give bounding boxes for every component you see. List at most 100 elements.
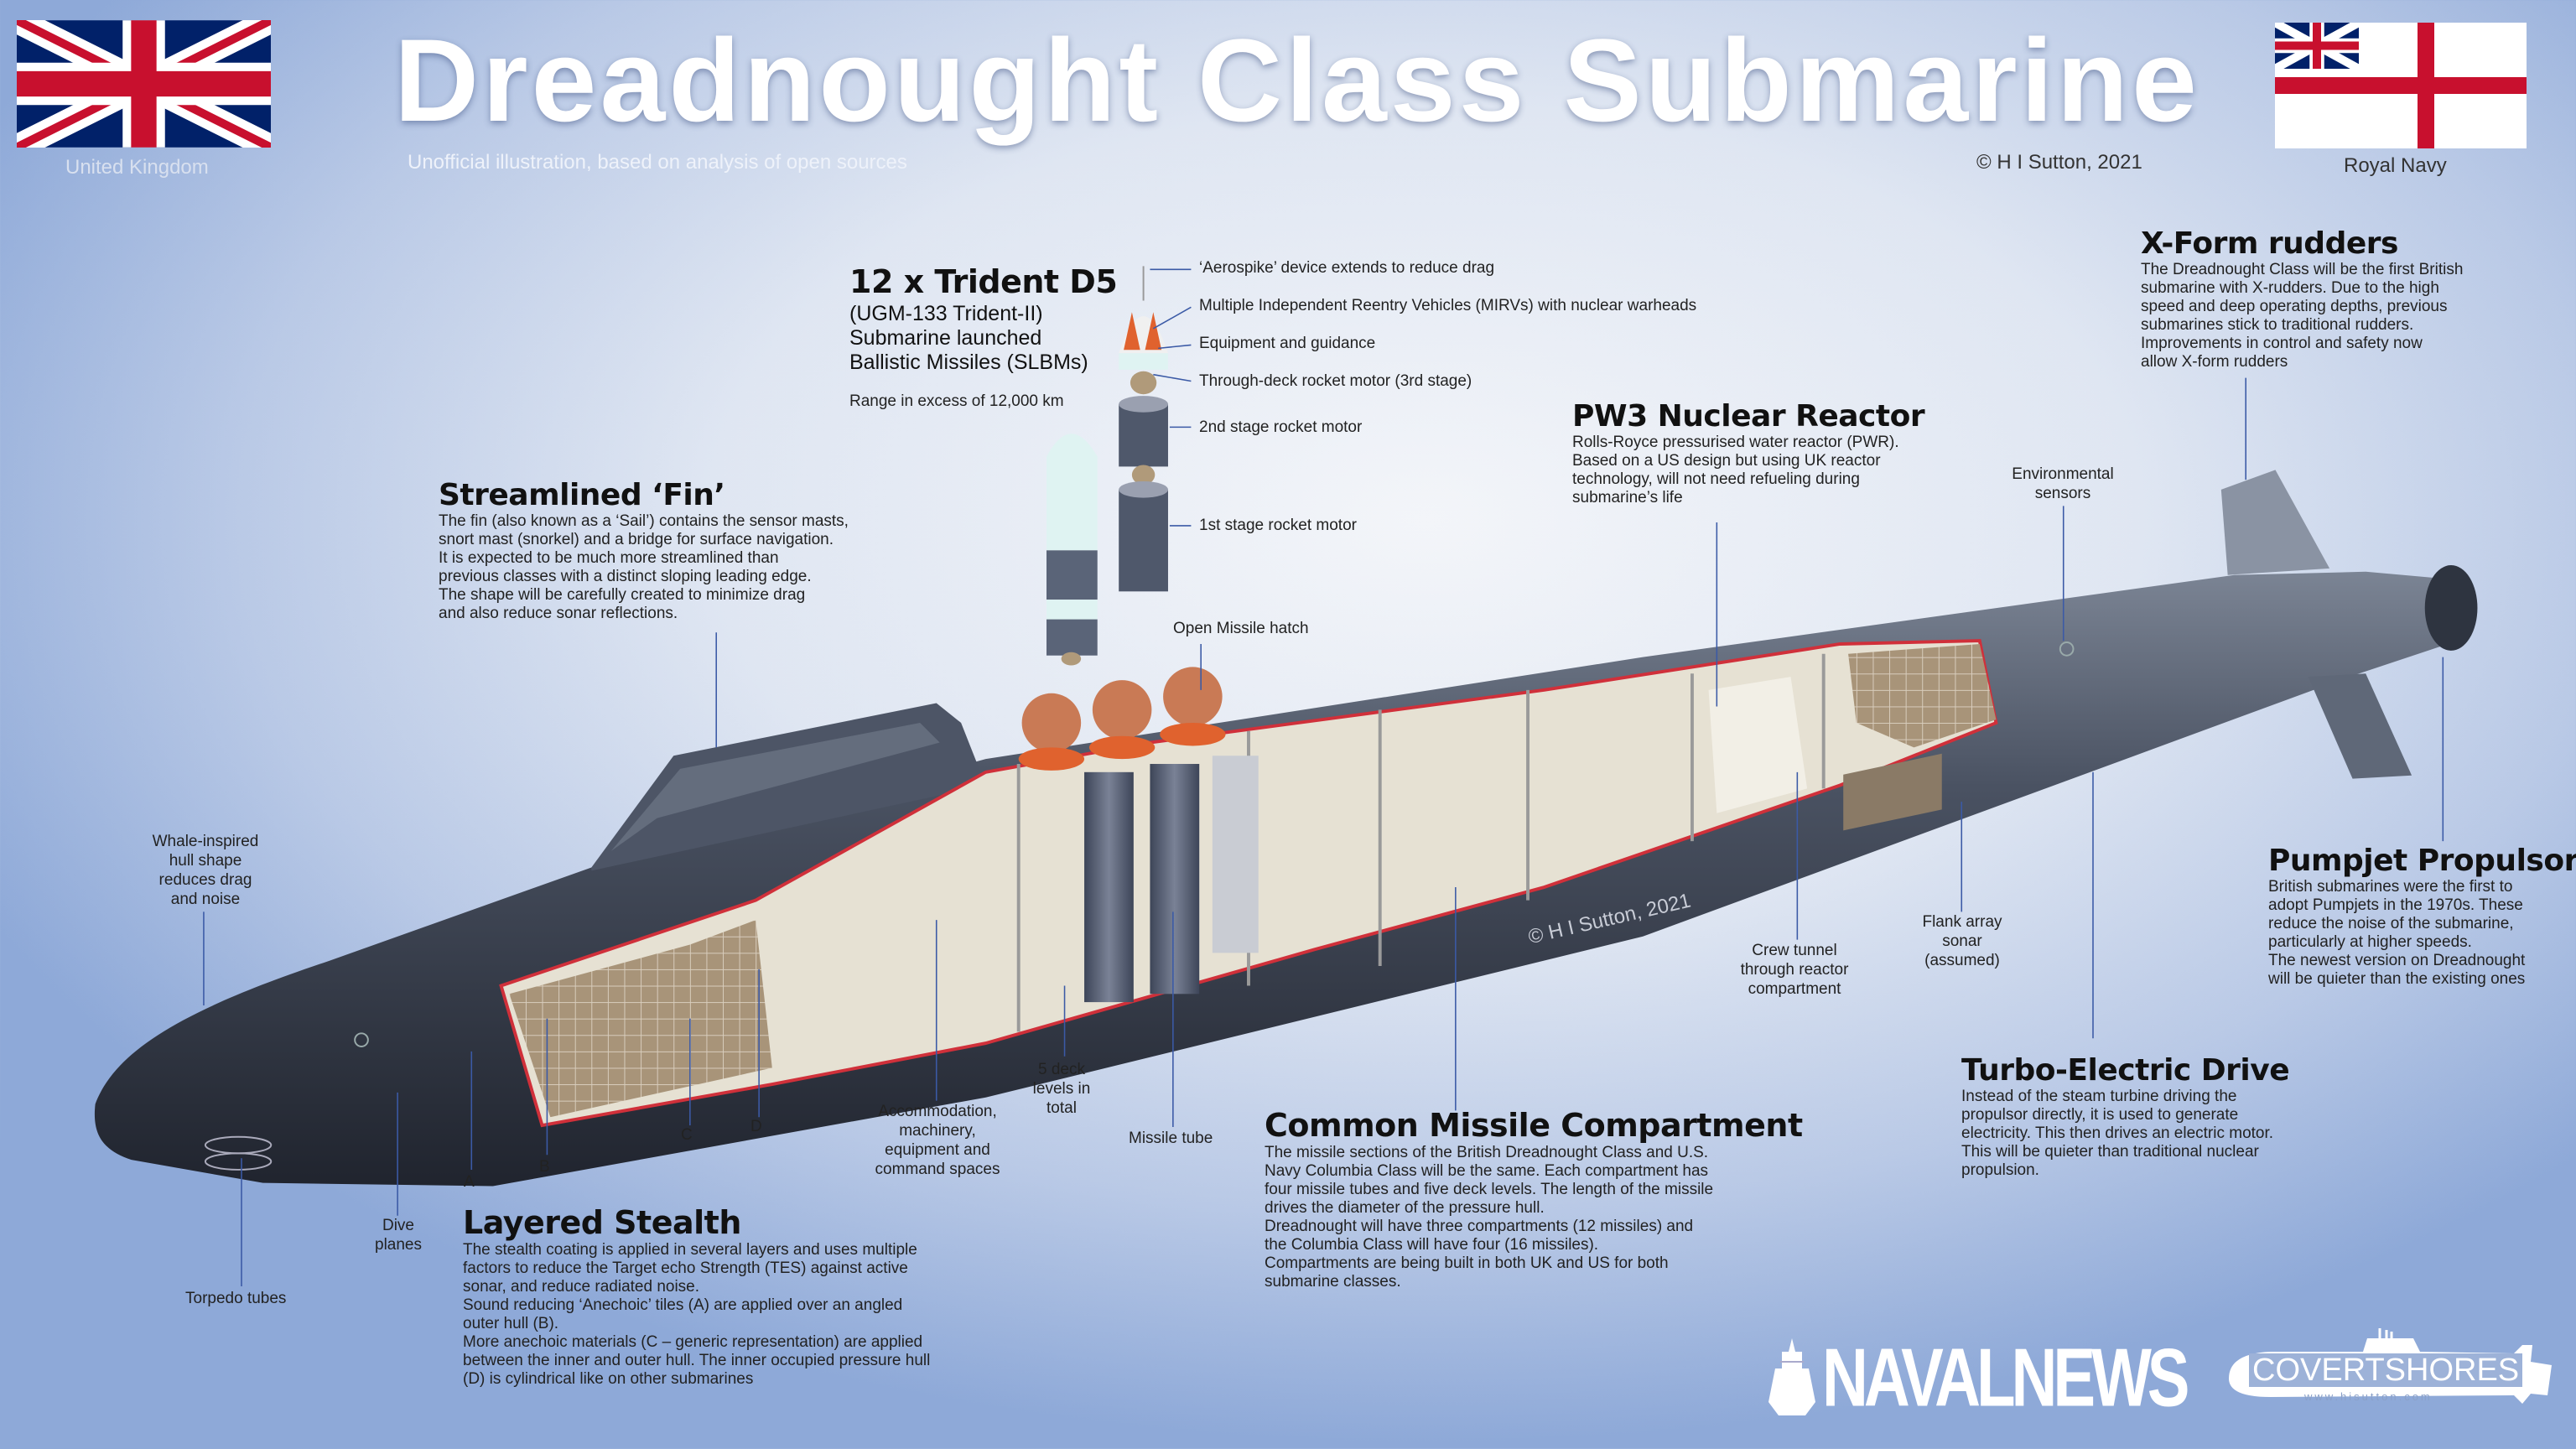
trident-line: (UGM-133 Trident-II)	[849, 302, 1043, 325]
label-line: Dive	[382, 1217, 414, 1234]
stealth-line: sonar, and reduce radiated noise.	[463, 1278, 700, 1296]
label-missile-hatch: Open Missile hatch	[1173, 620, 1309, 637]
torpedo-tube	[204, 1152, 273, 1171]
label-c: C	[681, 1126, 693, 1144]
part-first-stage: 1st stage rocket motor	[1199, 517, 1357, 534]
white-ensign-icon	[2275, 23, 2527, 148]
rudders-line: The Dreadnought Class will be the first …	[2141, 261, 2464, 278]
upper-rudder	[2220, 470, 2330, 575]
rudders-line: submarine with X-rudders. Due to the hig…	[2141, 279, 2439, 297]
cmc-line: Navy Columbia Class will be the same. Ea…	[1265, 1162, 1709, 1180]
leader-lines	[203, 268, 2444, 1287]
fin-line: snort mast (snorkel) and a bridge for su…	[439, 531, 834, 548]
pumpjet-line: The newest version on Dreadnought	[2268, 952, 2526, 969]
label-d: D	[750, 1118, 762, 1135]
covertshores-logo: COVERTSHORES www.hisutton.com	[2220, 1328, 2556, 1412]
pumpjet-line: adopt Pumpjets in the 1970s. These	[2268, 896, 2523, 914]
flag-caption-uk: United Kingdom	[65, 156, 209, 179]
stealth-heading: Layered Stealth	[463, 1204, 741, 1241]
stealth-line: between the inner and outer hull. The in…	[463, 1352, 931, 1369]
stealth-line: (D) is cylindrical like on other submari…	[463, 1370, 754, 1388]
pumpjet-line: particularly at higher speeds.	[2268, 933, 2472, 951]
subtitle: Unofficial illustration, based on analys…	[408, 151, 907, 174]
label-line: 5 deck	[1038, 1061, 1085, 1078]
cmc-line: four missile tubes and five deck levels.…	[1265, 1181, 1714, 1198]
label-line: sensors	[2034, 485, 2091, 502]
sonar-port	[354, 1032, 369, 1047]
label-line: Environmental	[2012, 465, 2114, 483]
rudders-block: X-Form rudders The Dreadnought Class wil…	[2141, 226, 2463, 371]
cmc-line: Dreadnought will have three compartments…	[1265, 1218, 1694, 1235]
fin-block: Streamlined ‘Fin’ The fin (also known as…	[439, 478, 849, 623]
cmc-line: Compartments are being built in both UK …	[1265, 1254, 1669, 1272]
turbo-line: electricity. This then drives an electri…	[1961, 1124, 2274, 1142]
label-environmental-sensors: Environmental sensors	[1979, 465, 2147, 503]
label-line: Crew tunnel	[1752, 942, 1837, 959]
trident-line: Ballistic Missiles (SLBMs)	[849, 351, 1088, 374]
stealth-block: Layered Stealth The stealth coating is a…	[463, 1204, 930, 1389]
part-mirvs: Multiple Independent Reentry Vehicles (M…	[1199, 297, 1697, 314]
page-title: Dreadnought Class Submarine	[394, 14, 2200, 146]
label-line: machinery,	[899, 1122, 976, 1140]
reactor-line: Rolls-Royce pressurised water reactor (P…	[1572, 434, 1899, 451]
label-line: through reactor	[1740, 961, 1849, 979]
turbo-line: This will be quieter than traditional nu…	[1961, 1143, 2259, 1161]
fin-line: and also reduce sonar reflections.	[439, 605, 678, 622]
stealth-line: More anechoic materials (C – generic rep…	[463, 1333, 923, 1351]
pumpjet-line: reduce the noise of the submarine,	[2268, 915, 2514, 932]
cmc-line: submarine classes.	[1265, 1273, 1401, 1291]
label-a: A	[464, 1173, 475, 1191]
label-line: equipment and	[885, 1141, 990, 1159]
turbo-heading: Turbo-Electric Drive	[1961, 1053, 2290, 1088]
open-missile-hatches	[1018, 667, 1226, 771]
covertshores-url: www.hisutton.com	[2304, 1390, 2433, 1403]
anechoic-tiles	[1848, 644, 1997, 748]
cmc-line: the Columbia Class will have four (16 mi…	[1265, 1236, 1599, 1254]
label-line: (assumed)	[1924, 952, 2000, 969]
label-line: levels in	[1032, 1080, 1091, 1098]
pumpjet	[2424, 564, 2478, 651]
stealth-line: Sound reducing ‘Anechoic’ tiles (A) are …	[463, 1296, 903, 1314]
fin-heading: Streamlined ‘Fin’	[439, 478, 725, 512]
fin-line: previous classes with a distinct sloping…	[439, 568, 812, 585]
cmc-line: The missile sections of the British Drea…	[1265, 1144, 1709, 1161]
label-line: Whale-inspired	[152, 833, 259, 850]
uk-flag-icon	[17, 20, 271, 148]
stealth-line: factors to reduce the Target echo Streng…	[463, 1259, 908, 1277]
turbo-line: propulsor directly, it is used to genera…	[1961, 1106, 2239, 1124]
part-third-stage: Through-deck rocket motor (3rd stage)	[1199, 372, 1472, 390]
trident-range: Range in excess of 12,000 km	[849, 392, 1064, 410]
label-line: planes	[375, 1236, 422, 1254]
environmental-sensor	[2059, 641, 2075, 657]
fin-line: The fin (also known as a ‘Sail’) contain…	[439, 512, 849, 530]
flag-caption-royal-navy: Royal Navy	[2344, 154, 2447, 177]
ship-icon	[1768, 1338, 1815, 1415]
trident-heading: 12 x Trident D5	[849, 263, 1118, 300]
cmc-heading: Common Missile Compartment	[1265, 1107, 1803, 1144]
navalnews-wordmark: NAVALNEWS	[1822, 1332, 2189, 1425]
stealth-line: outer hull (B).	[463, 1315, 559, 1332]
label-line: reduces drag	[158, 871, 252, 889]
cmc-line: drives the diameter of the pressure hull…	[1265, 1199, 1545, 1217]
flank-array	[1843, 753, 1942, 831]
label-line: hull shape	[169, 852, 242, 870]
rudders-line: speed and deep operating depths, previou…	[2141, 298, 2448, 315]
fin-line: The shape will be carefully created to m…	[439, 586, 806, 604]
rudders-line: Improvements in control and safety now	[2141, 335, 2423, 352]
rudders-line: submarines stick to traditional rudders.	[2141, 316, 2414, 334]
pumpjet-heading: Pumpjet Propulsor	[2268, 844, 2576, 878]
covertshores-wordmark: COVERTSHORES	[2249, 1353, 2523, 1387]
trident-missile	[1046, 434, 1098, 666]
cmc-block: Common Missile Compartment The missile s…	[1265, 1107, 1803, 1291]
rudders-heading: X-Form rudders	[2141, 226, 2398, 261]
label-line: compartment	[1748, 980, 1841, 998]
stealth-line: The stealth coating is applied in severa…	[463, 1241, 917, 1259]
pumpjet-line: British submarines were the first to	[2268, 878, 2513, 896]
fin-highlight	[610, 723, 940, 851]
label-line: command spaces	[875, 1161, 1000, 1178]
reactor-line: submarine’s life	[1572, 489, 1683, 506]
